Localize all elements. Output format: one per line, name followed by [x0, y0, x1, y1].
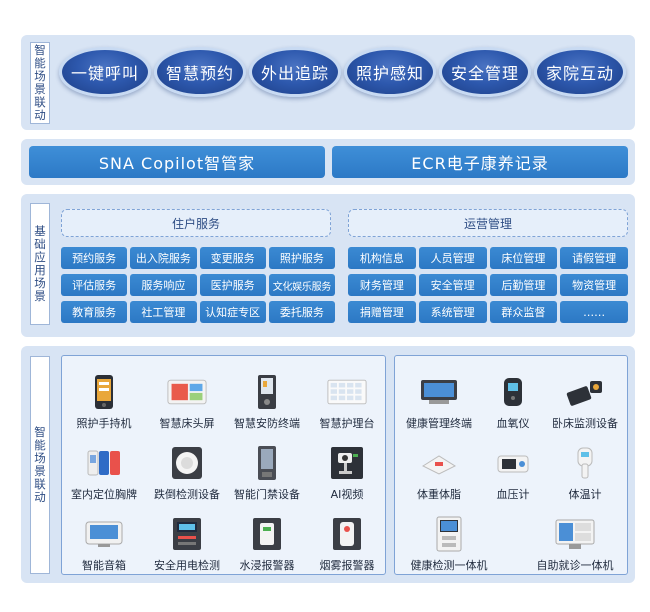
health-station-icon	[429, 515, 469, 553]
device-nursing-station[interactable]: 智慧护理台	[307, 373, 387, 435]
scene-family-interaction[interactable]: 家院互动	[534, 47, 626, 97]
resident-service-button[interactable]: 变更服务	[199, 247, 266, 269]
resident-service-button[interactable]: 照护服务	[268, 247, 335, 269]
resident-services-grid: 预约服务 出入院服务 变更服务 照护服务 评估服务 服务响应 医护服务 文化娱乐…	[61, 247, 335, 323]
scene-linkage-label: 智 能 场 景 联 动	[30, 42, 50, 124]
device-water-leak-alarm[interactable]: 水浸报警器	[227, 515, 307, 577]
basic-apps-panel: 基 础 应 用 场 景 住户服务 运营管理 预约服务 出入院服务 变更服务 照护…	[21, 194, 635, 337]
device-self-service-kiosk[interactable]: 自助就诊一体机	[535, 515, 615, 577]
devices-panel: 智 能 场 景 联 动 照护手持机 智慧床头屏 智慧安防终端	[21, 346, 635, 583]
device-blood-pressure[interactable]: 血压计	[473, 444, 553, 506]
device-access-control[interactable]: 智能门禁设备	[227, 444, 307, 506]
scale-icon	[419, 444, 459, 482]
access-control-icon	[247, 444, 287, 482]
security-terminal-icon	[247, 373, 287, 411]
device-security-terminal[interactable]: 智慧安防终端	[227, 373, 307, 435]
resident-service-button[interactable]: 社工管理	[130, 301, 197, 323]
device-bed-monitor[interactable]: 卧床监测设备	[545, 373, 625, 435]
device-thermometer[interactable]: 体温计	[545, 444, 625, 506]
operations-button[interactable]: 物资管理	[560, 274, 628, 296]
ecr-button[interactable]: ECR电子康养记录	[332, 146, 628, 178]
devices-label: 智 能 场 景 联 动	[30, 356, 50, 574]
speaker-icon	[84, 515, 124, 553]
resident-service-button[interactable]: 预约服务	[61, 247, 128, 269]
scene-linkage-items: 一键呼叫 智慧预约 外出追踪 照护感知 安全管理 家院互动	[59, 47, 626, 97]
health-terminal-icon	[419, 373, 459, 411]
resident-service-button[interactable]: 教育服务	[61, 301, 128, 323]
operations-header: 运营管理	[348, 209, 628, 237]
smoke-alarm-icon	[327, 515, 367, 553]
oximeter-icon	[493, 373, 533, 411]
operations-button[interactable]: 人员管理	[418, 247, 487, 269]
scene-linkage-panel: 智 能 场 景 联 动 一键呼叫 智慧预约 外出追踪 照护感知 安全管理 家院互…	[21, 35, 635, 130]
operations-button[interactable]: 后勤管理	[489, 274, 558, 296]
more-button[interactable]: ……	[560, 301, 628, 323]
device-smoke-alarm[interactable]: 烟雾报警器	[307, 515, 387, 577]
scene-care-sensing[interactable]: 照护感知	[344, 47, 436, 97]
basic-apps-label: 基 础 应 用 场 景	[30, 203, 50, 325]
health-devices-box: 健康管理终端 血氧仪 卧床监测设备 体重体脂 血压计	[394, 355, 628, 575]
resident-service-button[interactable]: 委托服务	[268, 301, 335, 323]
device-smart-bedside-screen[interactable]: 智慧床头屏	[147, 373, 227, 435]
device-electricity-safety[interactable]: 安全用电检测	[147, 515, 227, 577]
water-alarm-icon	[247, 515, 287, 553]
nursing-station-icon	[327, 373, 367, 411]
operations-button[interactable]: 请假管理	[560, 247, 628, 269]
resident-service-button[interactable]: 医护服务	[199, 274, 266, 296]
device-health-check-station[interactable]: 健康检测一体机	[409, 515, 489, 577]
scene-outing-tracking[interactable]: 外出追踪	[249, 47, 341, 97]
scene-safety-management[interactable]: 安全管理	[439, 47, 531, 97]
device-health-terminal[interactable]: 健康管理终端	[399, 373, 479, 435]
bedside-screen-icon	[167, 373, 207, 411]
device-fall-detection[interactable]: 跌倒检测设备	[147, 444, 227, 506]
device-body-fat-scale[interactable]: 体重体脂	[399, 444, 479, 506]
operations-button[interactable]: 机构信息	[348, 247, 416, 269]
operations-button[interactable]: 捐赠管理	[348, 301, 416, 323]
operations-button[interactable]: 群众监督	[489, 301, 558, 323]
copilot-panel: SNA Copilot智管家 ECR电子康养记录	[21, 139, 635, 185]
resident-services-header: 住户服务	[61, 209, 331, 237]
device-smart-speaker[interactable]: 智能音箱	[64, 515, 144, 577]
blood-pressure-icon	[493, 444, 533, 482]
resident-service-button[interactable]: 出入院服务	[130, 247, 197, 269]
power-monitor-icon	[167, 515, 207, 553]
scene-one-click-call[interactable]: 一键呼叫	[59, 47, 151, 97]
thermometer-icon	[565, 444, 605, 482]
device-care-handheld[interactable]: 照护手持机	[64, 373, 144, 435]
device-oximeter[interactable]: 血氧仪	[473, 373, 553, 435]
operations-button[interactable]: 系统管理	[418, 301, 487, 323]
operations-button[interactable]: 安全管理	[418, 274, 487, 296]
scene-smart-booking[interactable]: 智慧预约	[154, 47, 246, 97]
handheld-icon	[84, 373, 124, 411]
operations-grid: 机构信息 人员管理 床位管理 请假管理 财务管理 安全管理 后勤管理 物资管理 …	[348, 247, 628, 323]
device-indoor-badge[interactable]: 室内定位胸牌	[64, 444, 144, 506]
resident-service-button[interactable]: 服务响应	[130, 274, 197, 296]
bed-monitor-icon	[565, 373, 605, 411]
camera-icon	[327, 444, 367, 482]
device-ai-video[interactable]: AI视频	[307, 444, 387, 506]
resident-service-button[interactable]: 评估服务	[61, 274, 128, 296]
copilot-button[interactable]: SNA Copilot智管家	[29, 146, 325, 178]
smart-devices-box: 照护手持机 智慧床头屏 智慧安防终端 智慧护理台 室内定位胸牌	[61, 355, 386, 575]
badge-icon	[84, 444, 124, 482]
operations-button[interactable]: 财务管理	[348, 274, 416, 296]
kiosk-icon	[555, 515, 595, 553]
fall-detector-icon	[167, 444, 207, 482]
resident-service-button[interactable]: 文化娱乐服务	[268, 274, 335, 296]
operations-button[interactable]: 床位管理	[489, 247, 558, 269]
resident-service-button[interactable]: 认知症专区	[199, 301, 266, 323]
